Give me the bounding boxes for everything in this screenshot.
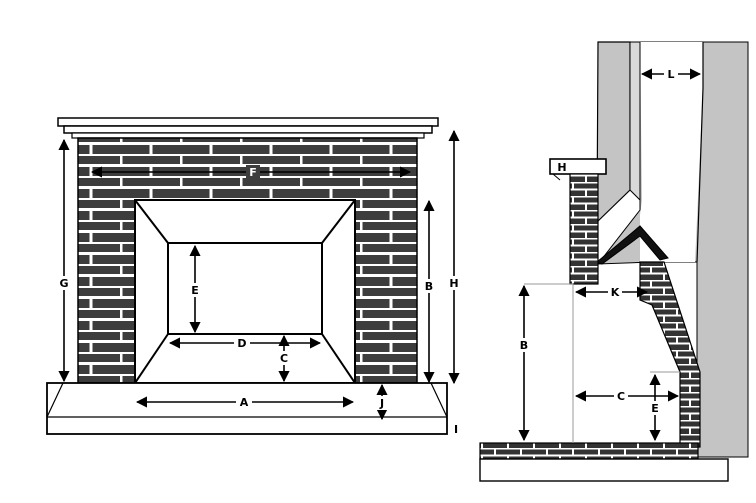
chimney-inner-wall [629,41,641,202]
label-E: E [191,284,199,297]
label-J: J [379,397,384,410]
mantel-shelf [57,117,439,127]
side-brick-column [569,173,599,285]
smoke-chamber-front [596,41,631,224]
label-G: G [59,277,68,290]
side-view: L H K B C E [479,41,749,482]
front-view: F G H B E D C A J I [46,117,462,436]
flue-opening [640,42,703,262]
label-C-side: C [617,390,625,403]
label-H: H [449,277,458,290]
flue-right-edge [696,87,704,263]
label-B-side: B [520,339,528,352]
side-back-brick-wall [639,261,701,448]
firebox-corner-line [321,333,356,384]
label-E-side: E [651,402,659,415]
label-D: D [237,337,246,350]
firebox-corner-line [134,333,169,384]
label-F: F [249,166,257,179]
label-I: I [454,423,458,436]
smoke-shelf [596,225,669,265]
label-A: A [240,396,249,409]
hearth-front-edge [46,382,64,418]
side-mantel-edge [552,173,561,181]
label-C: C [280,352,288,365]
hearth-front-edge [430,382,448,418]
side-hearth-brick [479,442,699,460]
firebox-corner-line [321,199,356,244]
mantel-trim [63,125,433,134]
side-floor [479,458,729,482]
label-H-side: H [557,161,566,174]
label-K: K [611,286,620,299]
label-B: B [425,280,433,293]
label-L: L [667,68,674,81]
firebox-corner-line [134,199,169,244]
